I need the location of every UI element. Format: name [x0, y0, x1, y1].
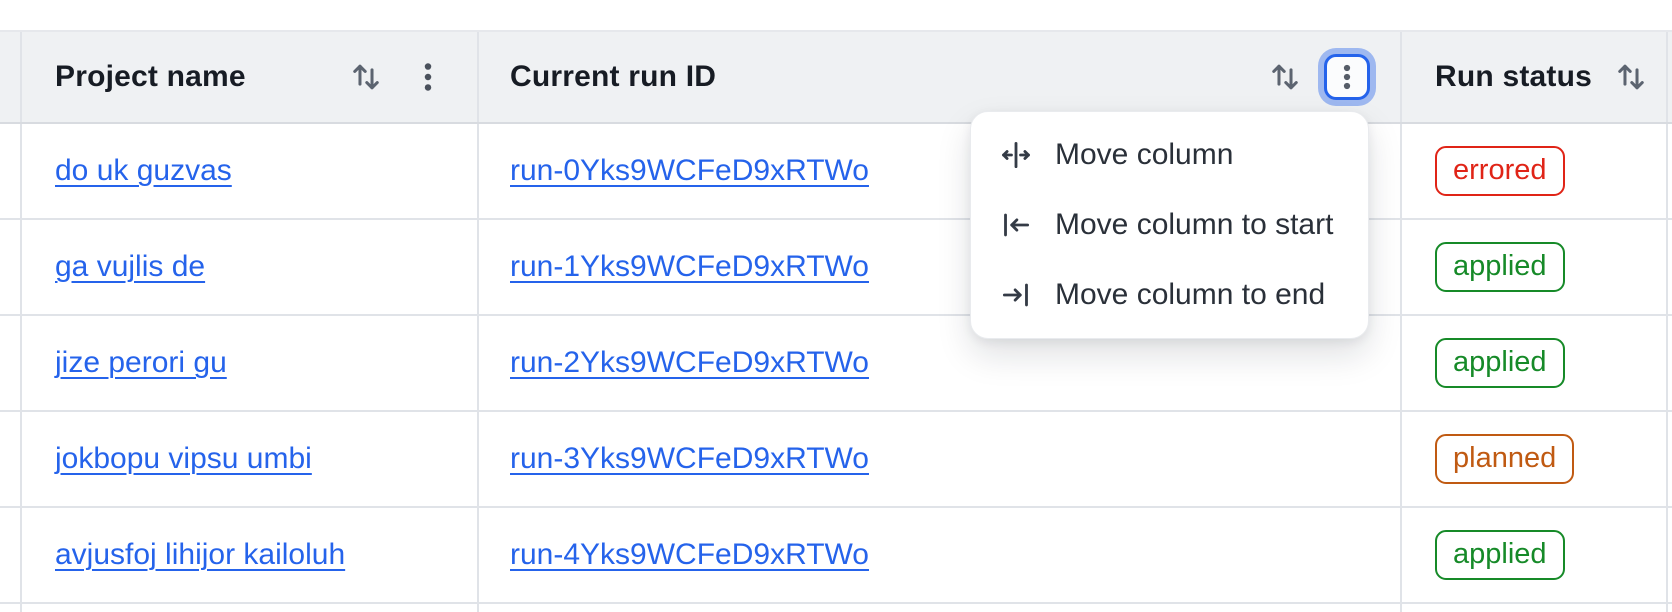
sort-arrows-icon [1618, 64, 1644, 90]
move-column-icon [1002, 141, 1030, 169]
table-header-row: Project name Curre [0, 30, 1672, 124]
sort-arrows-icon [1272, 64, 1298, 90]
sort-button-project-name[interactable] [347, 58, 385, 96]
project-link[interactable]: avjusfoj lihijor kailoluh [55, 538, 346, 571]
run-status-badge: planned [1435, 434, 1575, 484]
run-status-badge: errored [1435, 146, 1565, 196]
column-header-project-name: Project name [22, 32, 479, 122]
run-status-badge: applied [1435, 530, 1565, 580]
run-id-link[interactable]: run-0Yks9WCFeD9xRTWo [510, 154, 869, 187]
sort-arrows-icon [353, 64, 379, 90]
run-status-badge: applied [1435, 242, 1565, 292]
sort-button-run-status[interactable] [1612, 58, 1650, 96]
menu-item-label: Move column to start [1055, 208, 1334, 241]
gutter-cell [0, 604, 22, 612]
gutter-cell [0, 412, 22, 506]
table-row-clipped [0, 604, 1672, 612]
projects-table: Project name Curre [0, 30, 1672, 612]
menu-item-move-column[interactable]: Move column [971, 120, 1368, 190]
clipped-next-column [1668, 32, 1672, 122]
column-menu-button-project-name[interactable] [409, 58, 447, 96]
table-row: avjusfoj lihijor kailoluh run-4Yks9WCFeD… [0, 508, 1672, 604]
column-label-project-name: Project name [55, 60, 246, 93]
column-label-current-run-id: Current run ID [510, 60, 717, 93]
gutter-cell [0, 124, 22, 218]
column-options-menu: Move column Move column to start Move co… [970, 111, 1369, 339]
table-row: jokbopu vipsu umbi run-3Yks9WCFeD9xRTWo … [0, 412, 1672, 508]
column-header-current-run-id: Current run ID [479, 32, 1402, 122]
move-column-to-end-icon [1002, 283, 1028, 307]
table-row: ga vujlis de run-1Yks9WCFeD9xRTWo applie… [0, 220, 1672, 316]
run-status-badge: applied [1435, 338, 1565, 388]
table-row: jize perori gu run-2Yks9WCFeD9xRTWo appl… [0, 316, 1672, 412]
project-link[interactable]: jokbopu vipsu umbi [55, 442, 312, 475]
run-id-link[interactable]: run-2Yks9WCFeD9xRTWo [510, 346, 869, 379]
gutter-header-cell [0, 32, 22, 122]
run-id-link[interactable]: run-3Yks9WCFeD9xRTWo [510, 442, 869, 475]
project-link[interactable]: jize perori gu [55, 346, 227, 379]
kebab-icon [424, 63, 432, 91]
sort-button-current-run-id[interactable] [1266, 58, 1304, 96]
column-menu-button-current-run-id-focused[interactable] [1324, 54, 1370, 100]
project-link[interactable]: do uk guzvas [55, 154, 232, 187]
gutter-cell [0, 220, 22, 314]
menu-item-label: Move column to end [1055, 278, 1326, 311]
run-id-link[interactable]: run-1Yks9WCFeD9xRTWo [510, 250, 869, 283]
menu-item-label: Move column [1055, 138, 1234, 171]
gutter-cell [0, 316, 22, 410]
table-row: do uk guzvas run-0Yks9WCFeD9xRTWo errore… [0, 124, 1672, 220]
run-id-link[interactable]: run-4Yks9WCFeD9xRTWo [510, 538, 869, 571]
column-header-run-status: Run status [1402, 32, 1668, 122]
gutter-cell [0, 508, 22, 602]
kebab-icon [1343, 64, 1351, 90]
column-label-run-status: Run status [1435, 60, 1593, 93]
menu-item-move-column-to-start[interactable]: Move column to start [971, 190, 1368, 260]
project-link[interactable]: ga vujlis de [55, 250, 206, 283]
move-column-to-start-icon [1004, 213, 1030, 237]
menu-item-move-column-to-end[interactable]: Move column to end [971, 260, 1368, 330]
